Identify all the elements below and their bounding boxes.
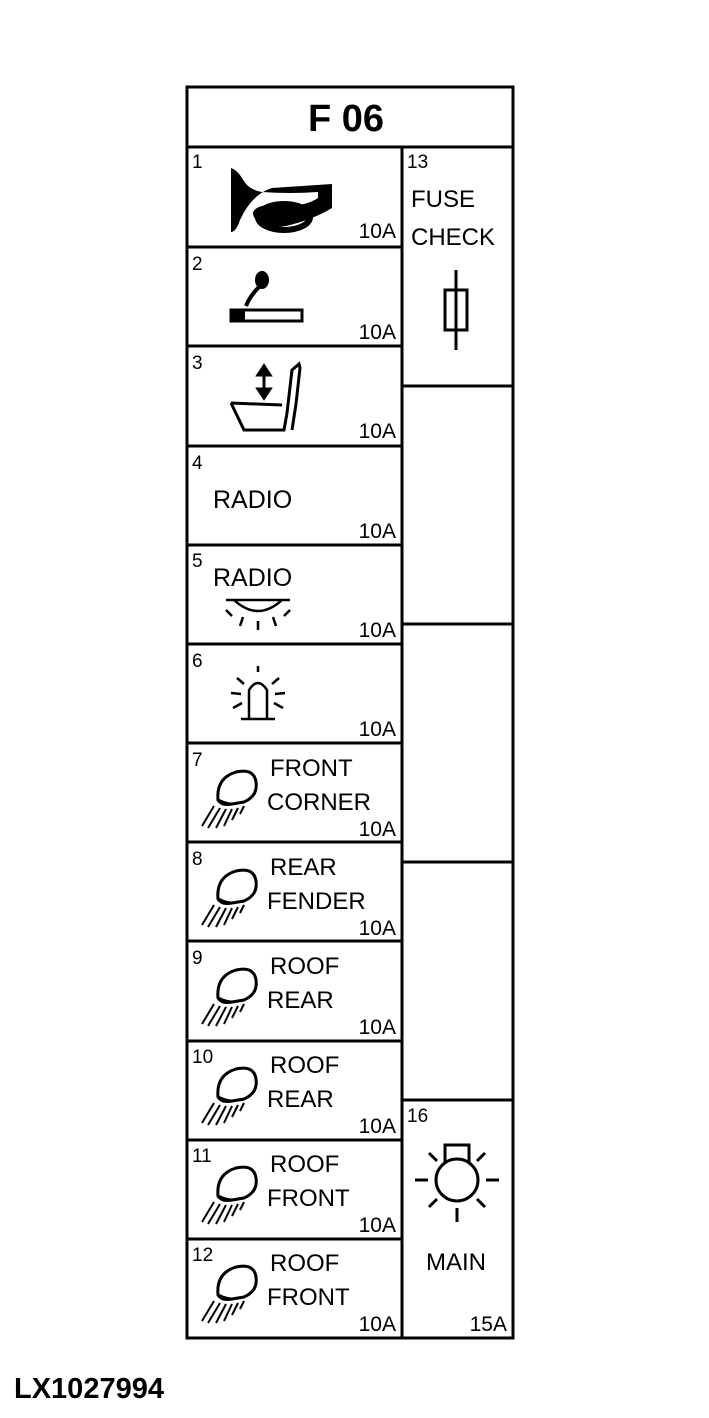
beacon-light-icon [230,666,286,721]
fuse-amps: 10A [359,718,396,741]
fuse-label: RADIO [213,564,292,592]
horn-icon [231,168,332,233]
diagram-code: LX1027994 [14,1373,164,1405]
fuse-7: 7 FRONT CORNER 10A [192,750,396,841]
main-light-icon [415,1143,499,1222]
work-light-icon [200,868,258,929]
fuse-number: 5 [192,551,203,572]
fuse-number: 7 [192,750,203,771]
fuse-number: 13 [407,152,428,173]
fuse-number: 1 [192,152,203,173]
fuse-label: REAR [270,854,337,881]
fuse-amps: 10A [359,220,396,243]
fuse-16-main: 16 MAIN 15A [407,1106,507,1336]
fuse-amps: 10A [359,619,396,642]
fuse-label: CORNER [267,789,371,816]
seat-adjust-icon [229,361,302,432]
fuse-label: RADIO [213,486,292,514]
fuse-9: 9 ROOF REAR 10A [192,948,396,1039]
fuse-amps: 10A [359,1313,396,1336]
fuse-label: FUSE [411,186,475,213]
fuse-amps: 10A [359,420,396,443]
fuse-amps: 10A [359,520,396,543]
fuse-label: ROOF [270,1052,339,1079]
fuse-amps: 10A [359,917,396,940]
fuse-number: 6 [192,651,203,672]
fuse-number: 3 [192,353,203,374]
fuse-label: REAR [267,1086,334,1113]
fuse-11: 11 ROOF FRONT 10A [192,1146,396,1237]
cigarette-lighter-icon [229,271,304,323]
fuse-8: 8 REAR FENDER 10A [192,849,396,940]
fuse-5: 5 RADIO 10A [192,551,396,642]
fuse-icon [443,270,469,350]
work-light-icon [200,769,258,830]
fuse-6: 6 10A [192,651,396,741]
fuse-number: 12 [192,1245,213,1266]
work-light-icon [200,1165,258,1226]
fuse-amps: 10A [359,818,396,841]
fuse-amps: 10A [359,321,396,344]
fuse-label: FENDER [267,888,366,915]
work-light-icon [200,1066,258,1127]
work-light-icon [200,967,258,1028]
interior-light-icon [225,598,291,630]
fuse-label: ROOF [270,953,339,980]
work-light-icon [200,1264,258,1325]
fuse-number: 4 [192,453,203,474]
fuse-amps: 10A [359,1214,396,1237]
fuse-label: MAIN [426,1249,486,1276]
fuse-number: 2 [192,254,203,275]
fuse-1: 1 10A [192,152,396,243]
fuse-amps: 10A [359,1115,396,1138]
fuse-4: 4 RADIO 10A [192,453,396,543]
fuse-label: FRONT [267,1185,350,1212]
panel-title: F 06 [308,98,384,140]
fuse-label: FRONT [267,1284,350,1311]
fuse-number: 10 [192,1047,213,1068]
fuse-number: 8 [192,849,203,870]
fuse-number: 11 [192,1146,212,1167]
fuse-12: 12 ROOF FRONT 10A [192,1245,396,1336]
panel-frame [185,85,515,1340]
fuse-label: FRONT [270,755,353,782]
fuse-10: 10 ROOF REAR 10A [192,1047,396,1138]
fuse-label: CHECK [411,224,495,251]
fuse-amps: 10A [359,1016,396,1039]
fuse-number: 16 [407,1106,428,1127]
fuse-3: 3 10A [192,353,396,443]
fuse-13-check: 13 FUSE CHECK [407,152,495,350]
fuse-number: 9 [192,948,203,969]
fuse-label: ROOF [270,1250,339,1277]
fuse-label: ROOF [270,1151,339,1178]
fuse-amps: 15A [470,1313,507,1336]
fuse-label: REAR [267,987,334,1014]
fuse-2: 2 10A [192,254,396,344]
